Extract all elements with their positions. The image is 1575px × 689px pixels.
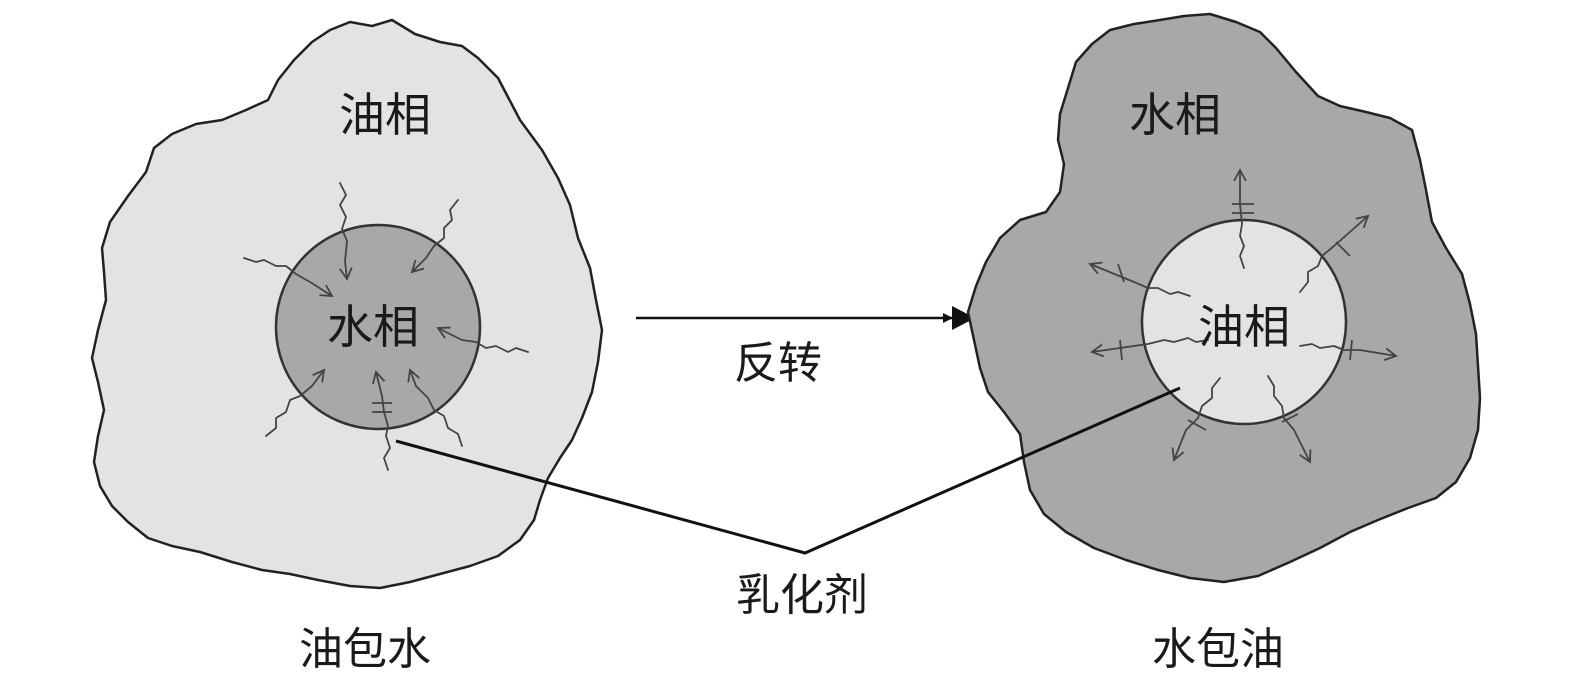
water-phase-label: 水相 xyxy=(327,300,419,354)
water-in-oil-caption: 油包水 xyxy=(299,624,431,675)
oil-phase-inner-label: 油相 xyxy=(1198,300,1290,354)
oil-phase-label: 油相 xyxy=(339,88,431,142)
oil-in-water-caption: 水包油 xyxy=(1152,624,1284,675)
emulsifier-molecules-left xyxy=(243,182,529,471)
oil-droplet xyxy=(1140,218,1348,426)
inversion-label: 反转 xyxy=(734,338,822,389)
emulsifier-pointer: 乳化剂 xyxy=(395,386,1181,621)
water-phase-outer-label: 水相 xyxy=(1129,88,1221,142)
arrow-head-icon xyxy=(952,306,975,330)
emulsifier-leader-lines xyxy=(395,386,1181,555)
emulsifier-heads-right xyxy=(1117,203,1353,431)
oil-in-water-panel: 水相 油相 水包油 xyxy=(966,12,1482,675)
water-droplet xyxy=(274,223,482,431)
water-in-oil-panel: 油相 水相 油包水 xyxy=(90,18,604,675)
inversion-arrow-group: 反转 xyxy=(636,306,975,389)
emulsifier-label: 乳化剂 xyxy=(736,570,868,621)
emulsifier-heads-left xyxy=(372,402,392,413)
